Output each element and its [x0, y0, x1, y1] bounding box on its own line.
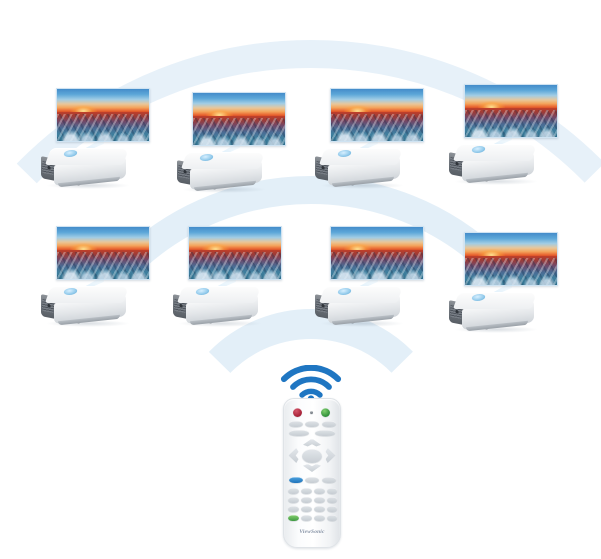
screen-haze — [465, 233, 557, 285]
projection-screen — [464, 84, 558, 138]
screen-peaks — [465, 114, 557, 137]
screen-haze — [193, 93, 285, 145]
freeze-button[interactable] — [305, 477, 319, 483]
keypad-8-button[interactable] — [326, 497, 337, 503]
signal-band-middle — [35, 176, 587, 452]
projector-unit — [36, 84, 164, 196]
projector-unit — [168, 222, 296, 334]
dpad-left-button[interactable] — [288, 448, 299, 463]
blank-button[interactable] — [321, 421, 336, 427]
projector-unit — [444, 80, 572, 192]
power-on-button[interactable] — [321, 408, 330, 417]
projector-shadow — [178, 320, 262, 327]
projector-top-cover — [318, 286, 404, 303]
projector-top-cover — [44, 286, 130, 303]
projector-top-cover — [452, 144, 538, 161]
projector-device — [448, 142, 540, 186]
menu-button[interactable] — [288, 430, 309, 436]
projection-screen — [330, 88, 424, 142]
projector-device — [314, 146, 406, 190]
keypad-2-button[interactable] — [300, 488, 312, 494]
screen-haze — [57, 89, 149, 141]
keypad-13-button[interactable] — [300, 515, 312, 521]
screen-haze — [189, 227, 281, 279]
projection-screen — [330, 226, 424, 280]
projector-device — [448, 290, 540, 334]
projection-screen — [56, 226, 150, 280]
source-button[interactable] — [288, 421, 303, 427]
keypad-7-button[interactable] — [313, 497, 325, 503]
screen-peaks — [57, 118, 149, 141]
projector-top-cover — [318, 148, 404, 165]
keypad-15-button[interactable] — [326, 515, 337, 521]
signal-band-outer — [0, 40, 601, 452]
projector-shadow — [320, 320, 404, 327]
projection-screen — [188, 226, 282, 280]
projector-top-cover — [452, 292, 538, 309]
dpad-right-button[interactable] — [325, 448, 336, 463]
projector-unit — [310, 84, 438, 196]
exit-button[interactable] — [315, 430, 335, 436]
projector-shadow — [454, 178, 538, 185]
volume-button[interactable] — [321, 477, 336, 483]
wifi-arc-outer — [280, 365, 342, 383]
projection-screen — [56, 88, 150, 142]
wifi-arc-middle — [290, 376, 332, 390]
dpad-up-button[interactable] — [303, 438, 321, 447]
screen-peaks — [331, 256, 423, 279]
keypad-14-button[interactable] — [313, 515, 325, 521]
keypad-1-button[interactable] — [287, 488, 299, 494]
projector-top-cover — [44, 148, 130, 165]
projection-screen — [464, 232, 558, 286]
projector-unit — [172, 88, 300, 200]
projector-unit — [444, 228, 572, 340]
projector-shadow — [46, 320, 130, 327]
power-off-button[interactable] — [293, 408, 302, 417]
projector-shadow — [454, 326, 538, 333]
projector-shadow — [46, 182, 130, 189]
projector-top-cover — [180, 152, 266, 169]
projector-device — [172, 284, 264, 328]
remote-body: ViewSonic — [283, 398, 341, 548]
mode-button[interactable] — [305, 421, 319, 427]
screen-peaks — [193, 122, 285, 145]
projector-unit — [36, 222, 164, 334]
projector-device — [40, 146, 132, 190]
dpad-ok-button[interactable] — [302, 448, 322, 463]
screen-peaks — [331, 118, 423, 141]
keypad-6-button[interactable] — [300, 497, 312, 503]
projector-shadow — [182, 186, 266, 193]
keypad-11-button[interactable] — [313, 506, 325, 512]
keypad-3-button[interactable] — [313, 488, 325, 494]
screen-peaks — [57, 256, 149, 279]
projector-unit — [310, 222, 438, 334]
screen-haze — [331, 227, 423, 279]
projection-screen — [192, 92, 286, 146]
viewsonic-brand-logo: ViewSonic — [299, 529, 325, 535]
projector-device — [314, 284, 406, 328]
keypad-10-button[interactable] — [300, 506, 312, 512]
dpad-down-button[interactable] — [303, 464, 321, 472]
status-led-indicator — [310, 410, 314, 414]
wifi-arc-inner — [299, 388, 323, 398]
screen-haze — [465, 85, 557, 137]
wifi-icon — [280, 365, 342, 399]
signal-band-inner — [168, 309, 454, 452]
projector-shadow — [320, 182, 404, 189]
projector-device — [176, 150, 268, 194]
projector-top-cover — [176, 286, 262, 303]
keypad-5-button[interactable] — [287, 497, 299, 503]
remote-control[interactable]: ViewSonic — [280, 398, 342, 550]
screen-haze — [57, 227, 149, 279]
enter-button[interactable] — [287, 515, 299, 521]
projector-device — [40, 284, 132, 328]
keypad-4-button[interactable] — [326, 488, 337, 494]
screen-haze — [331, 89, 423, 141]
screen-peaks — [465, 262, 557, 285]
screen-peaks — [189, 256, 281, 279]
keypad-12-button[interactable] — [326, 506, 337, 512]
keypad-9-button[interactable] — [287, 506, 299, 512]
network-button[interactable] — [288, 477, 303, 483]
